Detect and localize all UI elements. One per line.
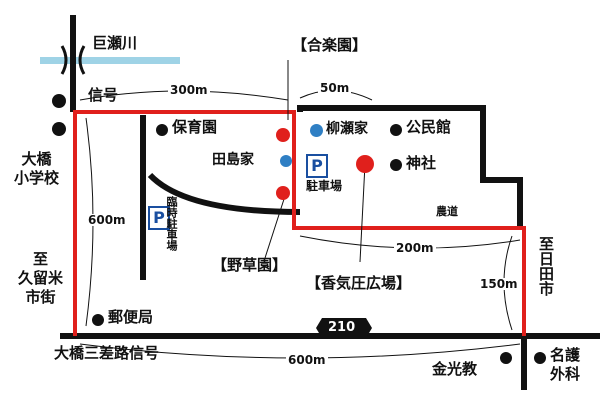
tajima-label: 田島家 (212, 152, 254, 168)
farm-road-label: 農道 (436, 205, 458, 218)
community-hall-label: 公民館 (406, 118, 452, 136)
marker-community-hall (390, 124, 402, 136)
marker-signal (52, 94, 66, 108)
river-label: 巨瀬川 (92, 34, 138, 52)
route-210-shield (316, 318, 372, 338)
marker-post-office (92, 314, 104, 326)
road-curve (147, 172, 301, 215)
signal-label: 信号 (88, 86, 119, 104)
marker-nursery (156, 124, 168, 136)
bridge-right (78, 45, 86, 75)
marker-school (52, 122, 66, 136)
marker-clinic (534, 352, 546, 364)
leader-nokusaen (264, 195, 286, 259)
gourakuen-label: 【合楽園】 (292, 36, 368, 54)
river (40, 57, 180, 64)
leader-kokiatsu (359, 163, 366, 263)
marker-yanase (310, 124, 323, 137)
marker-konkokyo (500, 352, 512, 364)
post-office-label: 郵便局 (108, 308, 154, 326)
hita-label: 至日田市 (537, 236, 555, 296)
distance-middle: 200m (394, 241, 436, 255)
ohashi-signal-label: 大橋三差路信号 (54, 344, 160, 362)
nursery-label: 保育園 (172, 118, 218, 136)
bridge-left (60, 45, 68, 75)
kokiatsu-label: 【香気圧広場】 (306, 274, 412, 292)
parking-text: 駐車場 (306, 179, 343, 193)
marker-nokusaen (276, 186, 290, 200)
parking-icon-main: P (306, 154, 328, 178)
marker-tajima (280, 155, 292, 167)
marker-kokiatsu (356, 155, 374, 173)
red-route (73, 110, 526, 336)
konkokyo-label: 金光教 (432, 360, 478, 378)
distance-top-right: 50m (318, 81, 352, 95)
distance-top-left: 300m (168, 83, 210, 97)
clinic-label: 名護 外科 (550, 346, 581, 383)
route-210-label: 210 (328, 320, 356, 335)
temp-parking-label: 臨時駐車場 (165, 196, 178, 251)
road-upper-right (297, 105, 523, 228)
kurume-label: 至 久留米 市街 (18, 250, 64, 306)
marker-shrine (390, 159, 402, 171)
school-label: 大橋 小学校 (14, 150, 60, 187)
distance-left: 600m (86, 213, 128, 227)
nokusaen-label: 【野草園】 (212, 256, 288, 274)
distance-right: 150m (478, 277, 520, 291)
parking-icon-temp: P (148, 206, 170, 230)
marker-gourakuen (276, 128, 290, 142)
distance-bottom: 600m (286, 353, 328, 367)
yanase-label: 柳瀬家 (326, 121, 368, 137)
shrine-label: 神社 (406, 154, 437, 172)
